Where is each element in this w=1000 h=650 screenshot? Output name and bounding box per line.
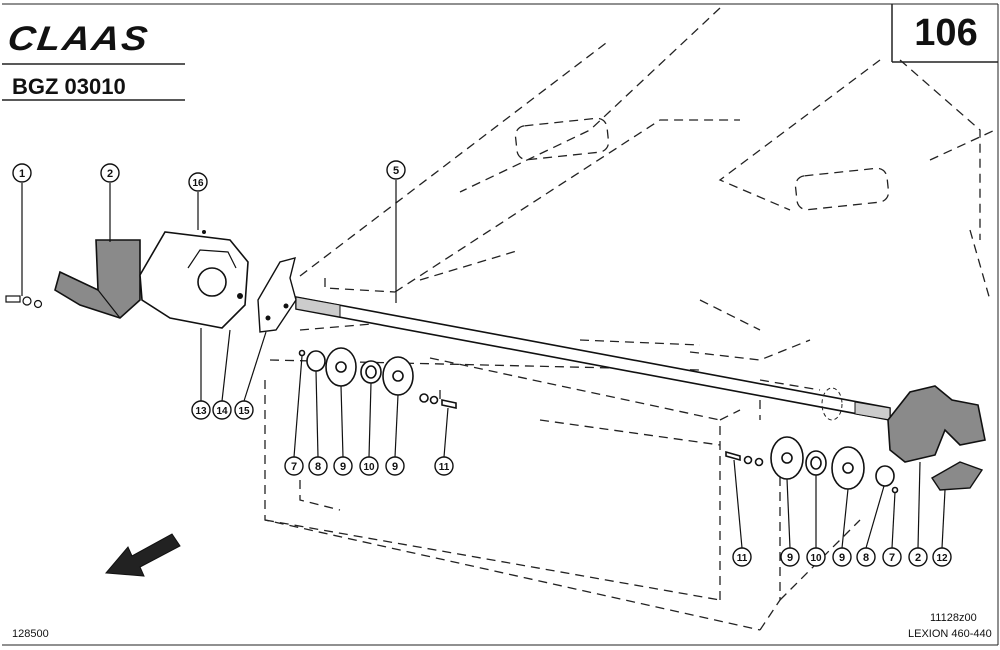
- left-shaft-guard: [54, 239, 141, 319]
- callout-label: 9: [392, 461, 398, 473]
- callout-label: 16: [192, 178, 204, 189]
- bearing-housing: [139, 230, 249, 329]
- callout-circle: [806, 547, 826, 567]
- callout-label: 11: [439, 462, 450, 473]
- model-label: LEXION 460-440: [908, 628, 992, 640]
- direction-arrow-icon: [104, 533, 181, 577]
- callout-label: 8: [863, 552, 869, 564]
- callout-label: 2: [107, 168, 113, 180]
- left-bearing-stack: [298, 347, 457, 409]
- callout-circle: [359, 456, 379, 476]
- callout-circle: [12, 163, 32, 183]
- callout-circle: [212, 400, 232, 420]
- callout-label: 5: [393, 165, 399, 177]
- callout-circle: [100, 163, 120, 183]
- leader-lines: [21, 180, 946, 549]
- callout-circle: [308, 456, 328, 476]
- callout-label: 7: [889, 552, 895, 564]
- right-bearing-stack: [725, 436, 899, 494]
- callout-label: 2: [915, 552, 921, 564]
- callout-label: 8: [315, 461, 321, 473]
- drive-shaft: [295, 296, 891, 421]
- callout-label: 10: [363, 462, 375, 473]
- callout-circle: [284, 456, 304, 476]
- bolt-left: [5, 295, 43, 309]
- callout-label: 10: [810, 553, 822, 564]
- callout-circle: [732, 547, 752, 567]
- callout-label: 12: [936, 553, 948, 564]
- drawing-code: 11128z00: [930, 612, 977, 624]
- callout-circle: [908, 547, 928, 567]
- footer-left-code: 128500: [12, 628, 49, 640]
- callout-circle: [385, 456, 405, 476]
- header-outline-dashed: [264, 7, 996, 631]
- flange-plate: [257, 257, 297, 333]
- callout-circle: [234, 400, 254, 420]
- group-code: BGZ 03010: [12, 74, 126, 99]
- callout-circle: [188, 172, 208, 192]
- callout-circle: [386, 160, 406, 180]
- callout-circle: [832, 547, 852, 567]
- right-shaft-guard: [887, 385, 986, 491]
- callout-circle: [191, 400, 211, 420]
- callout-circle: [882, 547, 902, 567]
- callout-label: 9: [839, 552, 845, 564]
- page-number: 106: [914, 12, 978, 54]
- callout-label: 15: [238, 406, 250, 417]
- callout-label: 11: [737, 553, 748, 564]
- callout-label: 7: [291, 461, 297, 473]
- callout-circle: [932, 547, 952, 567]
- callout-label: 1: [19, 168, 25, 180]
- callout-label: 9: [340, 461, 346, 473]
- callout-label: 13: [195, 406, 207, 417]
- callout-circle: [333, 456, 353, 476]
- callout-circle: [434, 456, 454, 476]
- callout-circle: [780, 547, 800, 567]
- callout-label: 14: [216, 406, 228, 417]
- callout-circle: [856, 547, 876, 567]
- callout-label: 9: [787, 552, 793, 564]
